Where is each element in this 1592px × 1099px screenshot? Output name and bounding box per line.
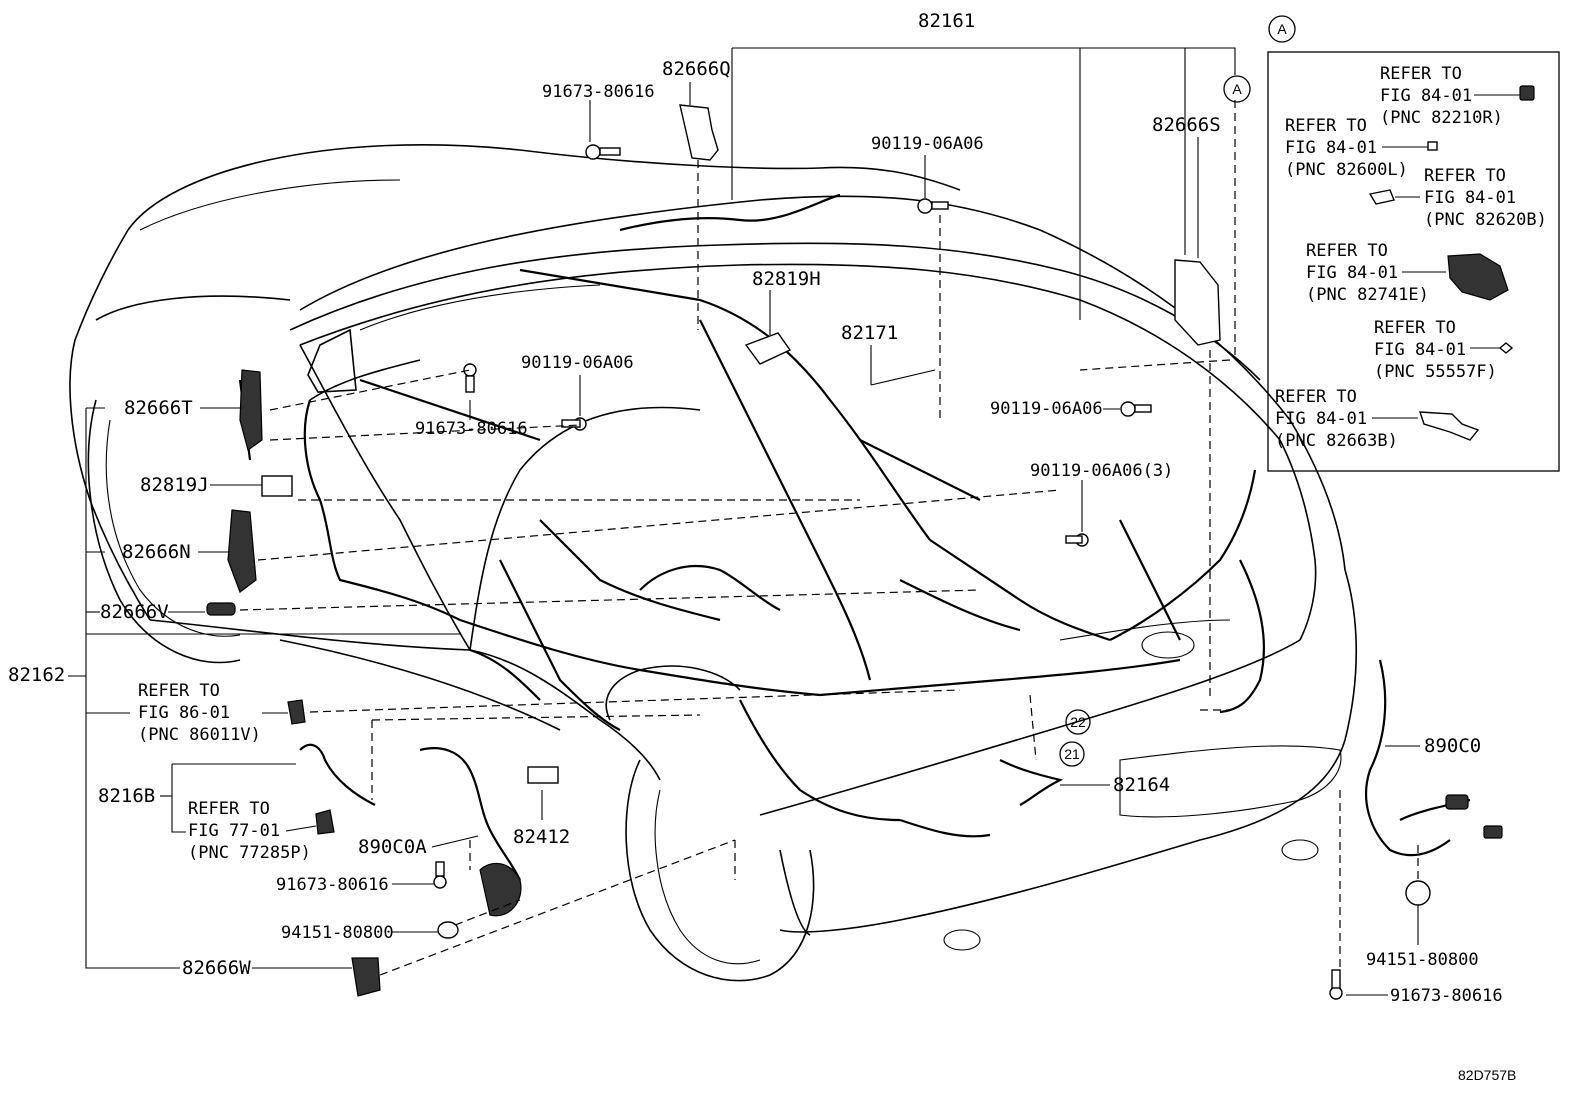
- label-82666W: 82666W: [182, 957, 251, 979]
- bracket-82666S: [1174, 259, 1221, 346]
- svg-text:A: A: [1277, 21, 1287, 37]
- label-91673-bl: 91673-80616: [276, 875, 389, 895]
- bracket-82666T: [239, 369, 263, 451]
- svg-text:REFER TO: REFER TO: [1380, 64, 1462, 84]
- svg-text:FIG 84-01: FIG 84-01: [1306, 263, 1398, 283]
- svg-text:FIG 77-01: FIG 77-01: [188, 821, 280, 841]
- label-890C0: 890C0: [1424, 735, 1481, 757]
- sensor-890C0A: [479, 862, 522, 917]
- svg-text:FIG 84-01: FIG 84-01: [1285, 138, 1377, 158]
- label-91673-top: 91673-80616: [542, 82, 655, 102]
- svg-text:FIG 84-01: FIG 84-01: [1275, 409, 1367, 429]
- car-body-outline: [69, 144, 1358, 982]
- bolt-90119-mid: [561, 417, 587, 431]
- part-82412: [527, 766, 559, 784]
- module-82819H: [744, 332, 792, 365]
- inset-item-82620B: REFER TO FIG 84-01 (PNC 82620B): [1368, 166, 1547, 230]
- bolt-91673-mid: [463, 363, 477, 393]
- label-90119-top: 90119-06A06: [871, 134, 984, 154]
- svg-text:FIG 86-01: FIG 86-01: [138, 703, 230, 723]
- svg-text:FIG 84-01: FIG 84-01: [1374, 340, 1466, 360]
- label-91673-br: 91673-80616: [1390, 986, 1503, 1006]
- wire-harness: [238, 193, 1471, 881]
- inset-item-82210R: REFER TO FIG 84-01 (PNC 82210R): [1380, 64, 1535, 128]
- part-labels: 82161 82666Q 91673-80616 90119-06A06 826…: [8, 10, 1503, 1006]
- label-82666S: 82666S: [1152, 114, 1221, 136]
- clip-82666V: [206, 602, 236, 616]
- label-94151-bl: 94151-80800: [281, 923, 394, 943]
- bolt-91673-top: [585, 144, 621, 160]
- label-82171: 82171: [841, 322, 898, 344]
- label-90119-right3: 90119-06A06(3): [1030, 461, 1173, 481]
- label-8216B: 8216B: [98, 785, 155, 807]
- components: [206, 104, 1503, 1000]
- svg-text:REFER TO: REFER TO: [1424, 166, 1506, 186]
- dashed-leaders: [239, 100, 1419, 976]
- label-82666Q: 82666Q: [662, 58, 731, 80]
- clip-82666W: [351, 957, 381, 997]
- svg-text:REFER TO: REFER TO: [138, 681, 220, 701]
- svg-text:(PNC 86011V): (PNC 86011V): [138, 725, 261, 745]
- part-86011V: [287, 699, 306, 725]
- leader-lines: [68, 47, 1420, 996]
- svg-text:FIG 84-01: FIG 84-01: [1424, 188, 1516, 208]
- svg-text:(PNC 82600L): (PNC 82600L): [1285, 160, 1408, 180]
- label-82666N: 82666N: [122, 541, 191, 563]
- label-82164: 82164: [1113, 774, 1170, 796]
- callout-22: [1065, 709, 1091, 735]
- svg-text:(PNC 77285P): (PNC 77285P): [188, 843, 311, 863]
- inset-item-82600L: REFER TO FIG 84-01 (PNC 82600L): [1285, 116, 1438, 180]
- svg-text:(PNC 82210R): (PNC 82210R): [1380, 108, 1503, 128]
- diagram-id: 82D757B: [1458, 1067, 1516, 1083]
- inset-marker-A: A A: [1223, 15, 1296, 103]
- label-82666T: 82666T: [124, 397, 193, 419]
- bolt-90119-right: [1120, 401, 1152, 417]
- inset-item-82663B: REFER TO FIG 84-01 (PNC 82663B): [1275, 387, 1480, 451]
- bolt-90119-right3: [1065, 533, 1089, 547]
- label-82666V: 82666V: [100, 601, 169, 623]
- inset-item-55557F: REFER TO FIG 84-01 (PNC 55557F): [1374, 318, 1514, 382]
- svg-text:(PNC 82741E): (PNC 82741E): [1306, 285, 1429, 305]
- svg-text:REFER TO: REFER TO: [1285, 116, 1367, 136]
- label-90119-mid: 90119-06A06: [521, 353, 634, 373]
- module-82819J: [261, 475, 293, 497]
- ref-fig86: REFER TO FIG 86-01 (PNC 86011V): [138, 681, 261, 745]
- inset-box: REFER TO FIG 84-01 (PNC 82210R) REFER TO…: [1267, 51, 1560, 472]
- svg-text:REFER TO: REFER TO: [1374, 318, 1456, 338]
- label-82819J: 82819J: [140, 474, 209, 496]
- ref-fig77: REFER TO FIG 77-01 (PNC 77285P): [188, 799, 311, 863]
- svg-text:REFER TO: REFER TO: [1275, 387, 1357, 407]
- grommet-94151-right: [1405, 880, 1431, 906]
- svg-text:REFER TO: REFER TO: [188, 799, 270, 819]
- svg-text:A: A: [1232, 81, 1242, 97]
- inset-item-82741E: REFER TO FIG 84-01 (PNC 82741E): [1306, 241, 1509, 305]
- callout-21-number: 21: [1064, 746, 1080, 762]
- label-91673-mid: 91673-80616: [415, 419, 528, 439]
- label-890C0A: 890C0A: [358, 836, 427, 858]
- callout-21: [1059, 741, 1085, 767]
- callout-22-number: 22: [1070, 714, 1086, 730]
- svg-text:FIG 84-01: FIG 84-01: [1380, 86, 1472, 106]
- svg-text:REFER TO: REFER TO: [1306, 241, 1388, 261]
- part-77285P: [315, 809, 335, 835]
- bracket-82666Q: [679, 104, 719, 161]
- bolt-90119-top: [917, 198, 949, 214]
- label-90119-right: 90119-06A06: [990, 399, 1103, 419]
- svg-text:(PNC 82620B): (PNC 82620B): [1424, 210, 1547, 230]
- bolt-91673-br: [1329, 969, 1343, 1000]
- label-82412: 82412: [513, 826, 570, 848]
- label-82162: 82162: [8, 664, 65, 686]
- label-94151-br: 94151-80800: [1366, 950, 1479, 970]
- bracket-82666N: [227, 509, 257, 593]
- svg-text:(PNC 82663B): (PNC 82663B): [1275, 431, 1398, 451]
- svg-text:(PNC 55557F): (PNC 55557F): [1374, 362, 1497, 382]
- bolt-91673-bl: [433, 861, 447, 889]
- label-82819H: 82819H: [752, 268, 821, 290]
- grommet-94151-left: [437, 921, 459, 939]
- label-82161: 82161: [918, 10, 975, 32]
